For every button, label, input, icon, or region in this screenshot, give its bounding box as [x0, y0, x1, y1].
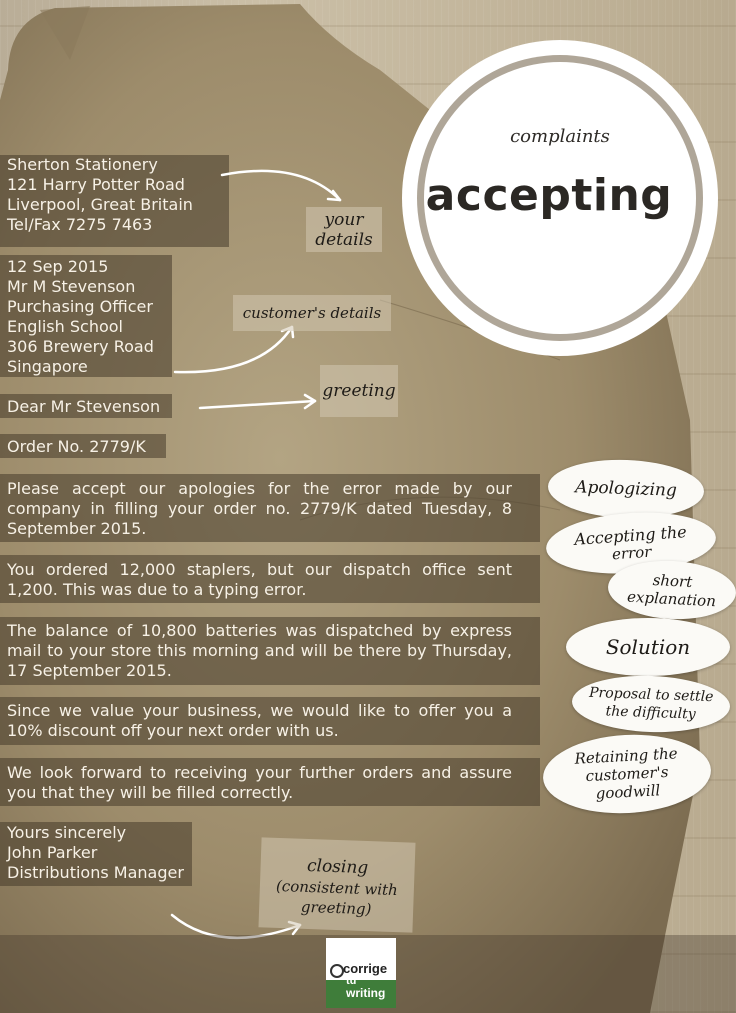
p1-band [0, 474, 540, 542]
paragraph-error: You ordered 12,000 staplers, but our dis… [7, 560, 512, 599]
oval-apologizing-text: Apologizing [574, 477, 678, 501]
order-band [0, 434, 166, 458]
tag-greeting-text: greeting [322, 381, 396, 401]
closing-band [0, 822, 192, 886]
p2-band [0, 555, 540, 603]
title-big: accepting [425, 170, 673, 221]
arrow-to-closing [170, 913, 302, 940]
title-circle-inner [424, 62, 696, 334]
p5-band [0, 758, 540, 806]
tag-customers-details-text: customer's details [242, 304, 382, 322]
arrow-to-your-details [220, 169, 342, 202]
oval-accepting-line-2: error [611, 542, 652, 563]
sender-line-3: Liverpool, Great Britain [7, 195, 193, 214]
arrow-to-customers-details [173, 325, 294, 374]
logo-icon [330, 964, 344, 978]
paragraph-apology: Please accept our apologies for the erro… [7, 479, 512, 538]
oval-retaining-line-3: goodwill [595, 781, 661, 803]
recipient-city: Singapore [7, 357, 88, 376]
oval-short-line-1: short [652, 570, 693, 592]
order-line: Order No. 2779/K [7, 437, 146, 456]
p4-band [0, 697, 540, 745]
sender-band [0, 155, 229, 247]
logo-line-2: tu [346, 975, 357, 987]
oval-proposal-line-2: the difficulty [605, 703, 696, 723]
recipient-street: 306 Brewery Road [7, 337, 154, 356]
tag-your-details-line-1: your [324, 210, 364, 230]
oval-short-line-2: explanation [626, 587, 717, 611]
logo-line-1: corrige [343, 961, 388, 976]
logo-green-block [326, 980, 396, 1008]
paragraph-goodwill: We look forward to receiving your furthe… [7, 763, 512, 802]
sender-line-4: Tel/Fax 7275 7463 [7, 215, 153, 234]
recipient-title: Purchasing Officer [7, 297, 153, 316]
tag-your-details: your details [306, 207, 382, 252]
greeting-line: Dear Mr Stevenson [7, 397, 161, 416]
recipient-name: Mr M Stevenson [7, 277, 136, 296]
date: 12 Sep 2015 [7, 257, 109, 276]
p3-band [0, 617, 540, 685]
logo-line-3: writing [346, 986, 386, 1000]
recipient-org: English School [7, 317, 123, 336]
paragraph-solution: The balance of 10,800 batteries was disp… [7, 621, 512, 680]
closing-line-3: Distributions Manager [7, 863, 184, 882]
tag-your-details-line-2: details [315, 230, 373, 250]
tag-customers-details: customer's details [233, 295, 391, 331]
title-small: complaints [510, 126, 610, 147]
tag-greeting: greeting [320, 365, 398, 417]
sender-line-2: 121 Harry Potter Road [7, 175, 185, 194]
oval-solution-text: Solution [605, 635, 691, 659]
oval-solution: Solution [566, 618, 730, 676]
sender-line-1: Sherton Stationery [7, 155, 158, 174]
recipient-band [0, 255, 172, 377]
closing-line-1: Yours sincerely [7, 823, 127, 842]
paragraph-proposal: Since we value your business, we would l… [7, 701, 512, 740]
greeting-band [0, 394, 172, 418]
arrow-to-greeting [198, 399, 317, 410]
tag-closing: closing (consistent with greeting) [258, 837, 416, 933]
closing-line-2: John Parker [7, 843, 98, 862]
